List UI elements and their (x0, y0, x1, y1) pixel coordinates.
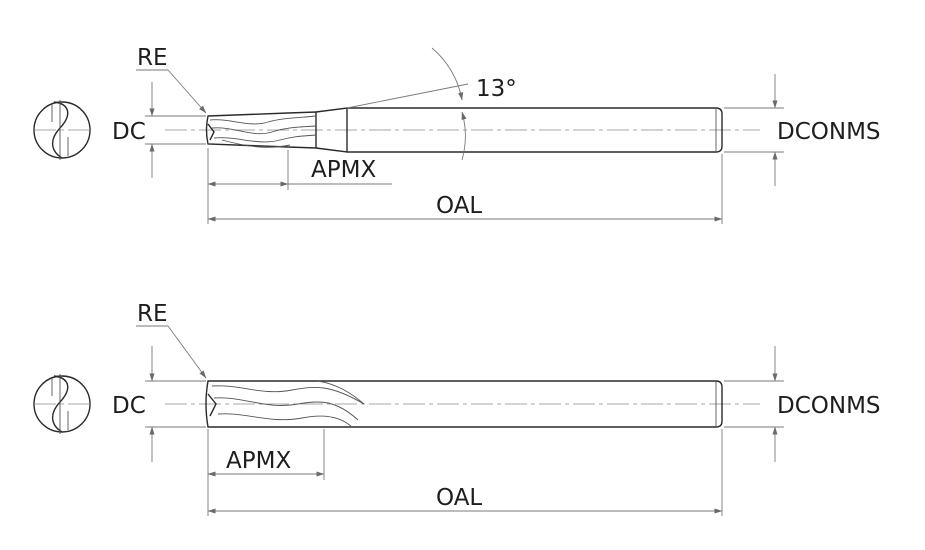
bottom-apmx-dimension (207, 429, 325, 516)
top-apmx-label: APMX (311, 157, 376, 183)
top-dconms-label: DCONMS (777, 119, 881, 145)
top-end-mill-drawing: RE DC APMX OAL (33, 45, 881, 224)
bottom-apmx-label: APMX (226, 448, 291, 474)
bottom-dc-label: DC (112, 393, 146, 419)
bottom-end-view (33, 374, 91, 434)
top-dconms-dimension (724, 74, 784, 186)
top-oal-dimension (207, 154, 723, 224)
bottom-dconms-dimension (724, 346, 784, 462)
top-apmx-dimension (207, 148, 392, 224)
bottom-tool-body (205, 380, 723, 428)
bottom-end-mill-drawing: RE DC APMX OAL (33, 301, 881, 516)
top-tool-body (205, 107, 723, 153)
top-oal-label: OAL (436, 193, 482, 219)
top-angle-label: 13° (476, 76, 517, 102)
bottom-dconms-label: DCONMS (777, 393, 881, 419)
top-end-view (33, 100, 91, 160)
bottom-re-leader (167, 325, 207, 379)
bottom-oal-dimension (207, 429, 723, 516)
top-dc-label: DC (112, 119, 146, 145)
top-re-leader (167, 69, 207, 114)
bottom-oal-label: OAL (436, 485, 482, 511)
top-re-label: RE (137, 45, 168, 71)
bottom-re-label: RE (137, 301, 168, 327)
top-angle-dimension (346, 47, 469, 161)
bottom-dc-dimension (145, 346, 206, 462)
top-dc-dimension (145, 82, 206, 178)
